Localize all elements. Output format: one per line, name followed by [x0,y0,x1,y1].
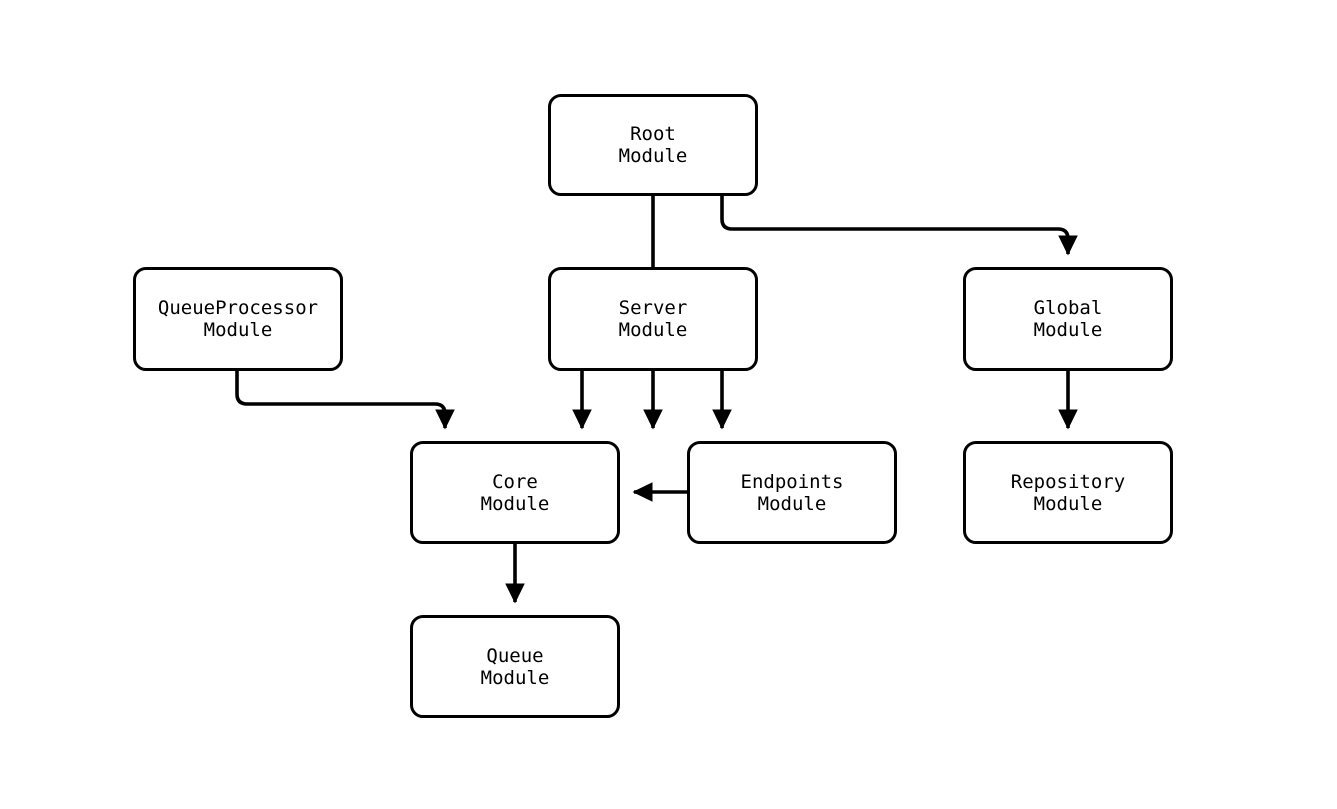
edge-root-global [720,196,1078,256]
node-label-primary: Server [618,297,688,319]
node-label-secondary: Module [480,492,550,515]
node-label-primary: QueueProcessor [157,297,319,319]
node-label-secondary: Module [618,319,688,341]
node-label-secondary: Module [757,492,827,515]
node-label-primary: Queue [486,644,544,667]
node-label-secondary: Module [1033,319,1103,341]
node-label-primary: Core [492,470,538,493]
edge-queueprocessor-core [235,371,455,430]
node-label-secondary: Module [480,666,550,689]
node-label-primary: Endpoints [740,470,844,493]
node-label-primary: Root [630,123,676,145]
node-label-primary: Repository [1010,470,1126,493]
node-label-secondary: Module [203,319,273,341]
node-label-secondary: Module [1033,492,1103,515]
node-label-primary: Global [1033,297,1103,319]
node-label-secondary: Module [618,145,688,167]
